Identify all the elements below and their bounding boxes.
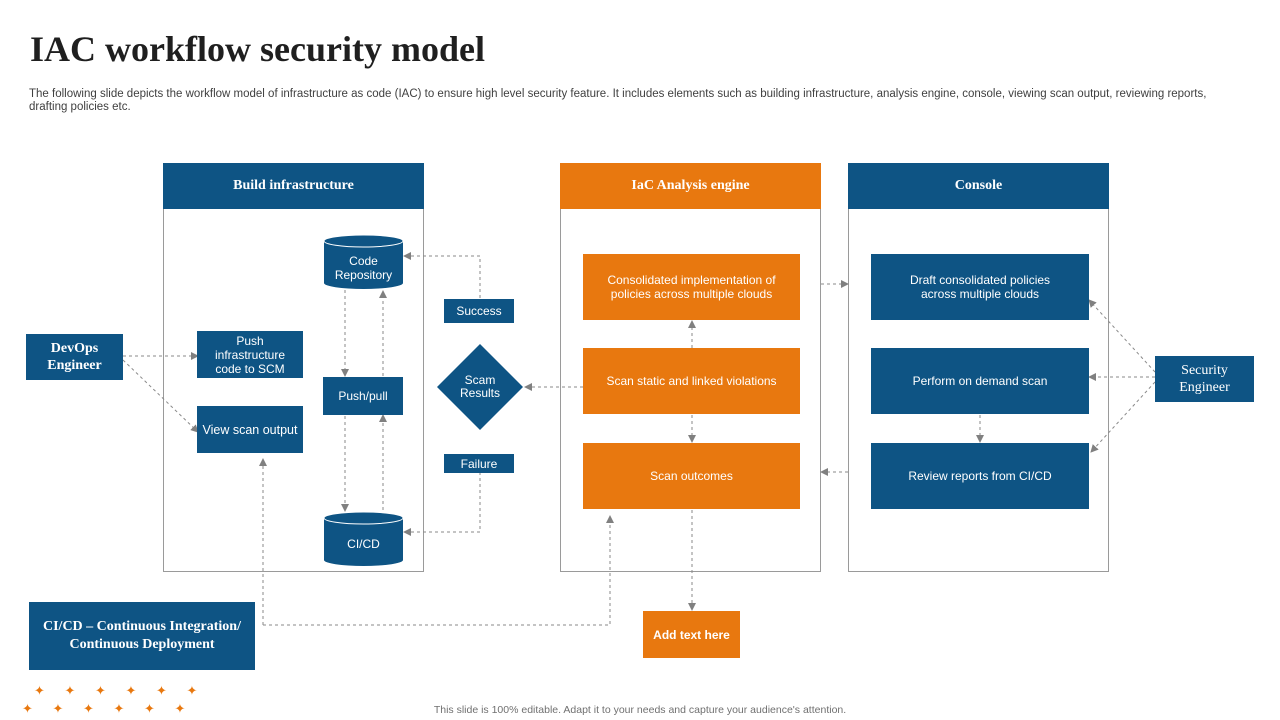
view-scan-output-box: View scan output	[197, 406, 303, 453]
scan-outcomes-box: Scan outcomes	[583, 443, 800, 509]
arrow-devops-to-view	[122, 359, 199, 433]
scan-results-diamond	[437, 344, 523, 430]
devops-engineer-box: DevOps Engineer	[26, 334, 123, 380]
add-text-box: Add text here	[643, 611, 740, 658]
scan-static-box: Scan static and linked violations	[583, 348, 800, 414]
decorative-stars-row-1: ✦ ✦ ✦ ✦ ✦ ✦	[34, 683, 206, 698]
slide-footer: This slide is 100% editable. Adapt it to…	[433, 704, 847, 716]
draft-policies-box: Draft consolidated policies across multi…	[871, 254, 1089, 320]
push-infrastructure-box: Push infrastructure code to SCM	[197, 331, 303, 378]
security-engineer-box: Security Engineer	[1155, 356, 1254, 402]
arrow-security-to-review	[1090, 381, 1156, 453]
arrow-failure-to-cicd	[403, 472, 481, 536]
slide-subtitle: The following slide depicts the workflow…	[29, 88, 1207, 113]
cicd-legend-box: CI/CD – Continuous Integration/ Continuo…	[29, 602, 255, 670]
on-demand-scan-box: Perform on demand scan	[871, 348, 1089, 414]
review-reports-box: Review reports from CI/CD	[871, 443, 1089, 509]
arrow-security-to-draft	[1088, 299, 1156, 373]
consolidated-implementation-box: Consolidated implementation of policies …	[583, 254, 800, 320]
panel-build-header: Build infrastructure	[163, 163, 424, 209]
panel-console-header: Console	[848, 163, 1109, 209]
cicd-cylinder	[323, 511, 404, 566]
success-label: Success	[444, 299, 514, 323]
decorative-stars-row-2: ✦ ✦ ✦ ✦ ✦ ✦	[22, 701, 194, 716]
arrow-success-to-repo	[403, 252, 481, 322]
code-repository-cylinder	[323, 234, 404, 289]
cicd-label: CI/CD	[347, 537, 380, 551]
arrow-legend-to-outcomes	[263, 515, 614, 626]
slide-title: IAC workflow security model	[30, 29, 485, 69]
code-repository-label: Code Repository	[334, 254, 393, 282]
failure-label: Failure	[444, 454, 514, 473]
push-pull-box: Push/pull	[323, 377, 403, 415]
panel-analysis-header: IaC Analysis engine	[560, 163, 821, 209]
scan-results-label: Scam Results	[459, 373, 500, 400]
